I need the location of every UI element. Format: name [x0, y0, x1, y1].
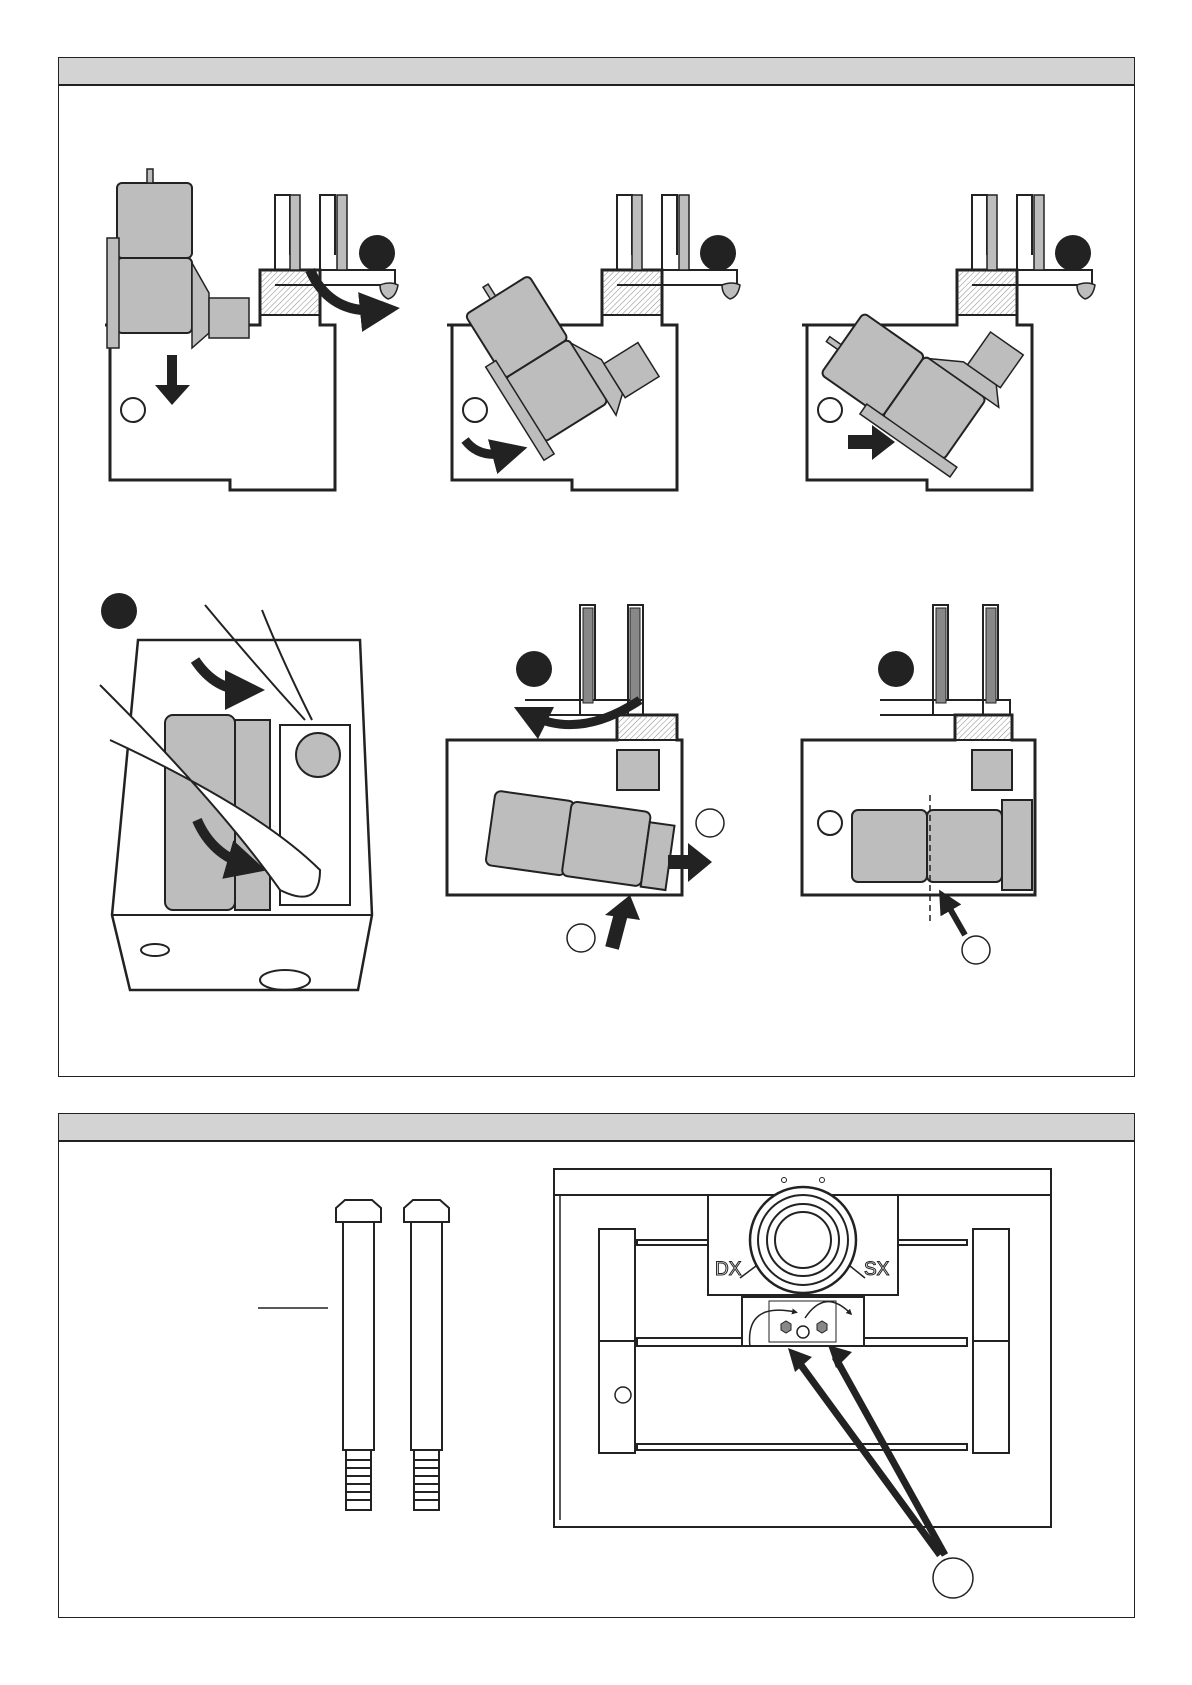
panel-header-bar: [59, 1114, 1134, 1142]
dx-label: DX: [715, 1259, 742, 1280]
step-marker-5: [516, 651, 552, 687]
adjustment-diagram: DX SX: [553, 1168, 1052, 1599]
callout-circle: [932, 1557, 974, 1599]
step-marker-6: [878, 651, 914, 687]
callout-circle: [961, 935, 991, 965]
step-marker-1: [359, 235, 395, 271]
panel-header-bar: [59, 58, 1134, 86]
step-3-illustration: [800, 193, 1097, 492]
callout-circle: [695, 808, 725, 838]
step-marker-3: [1055, 235, 1091, 271]
adjustment-bolt-left: [780, 1320, 792, 1334]
adjustment-bolt-right: [816, 1320, 828, 1334]
sx-label: SX: [864, 1259, 890, 1280]
bolts-illustration: [258, 1199, 450, 1511]
step-2-illustration: [445, 193, 742, 492]
callout-circle: [566, 923, 596, 953]
step-4-illustration: [99, 604, 374, 992]
step-marker-2: [700, 235, 736, 271]
step-marker-4: [101, 593, 137, 629]
step-1-illustration: [103, 168, 400, 492]
step-6-illustration: [800, 604, 1037, 965]
step-5-illustration: [445, 604, 725, 953]
